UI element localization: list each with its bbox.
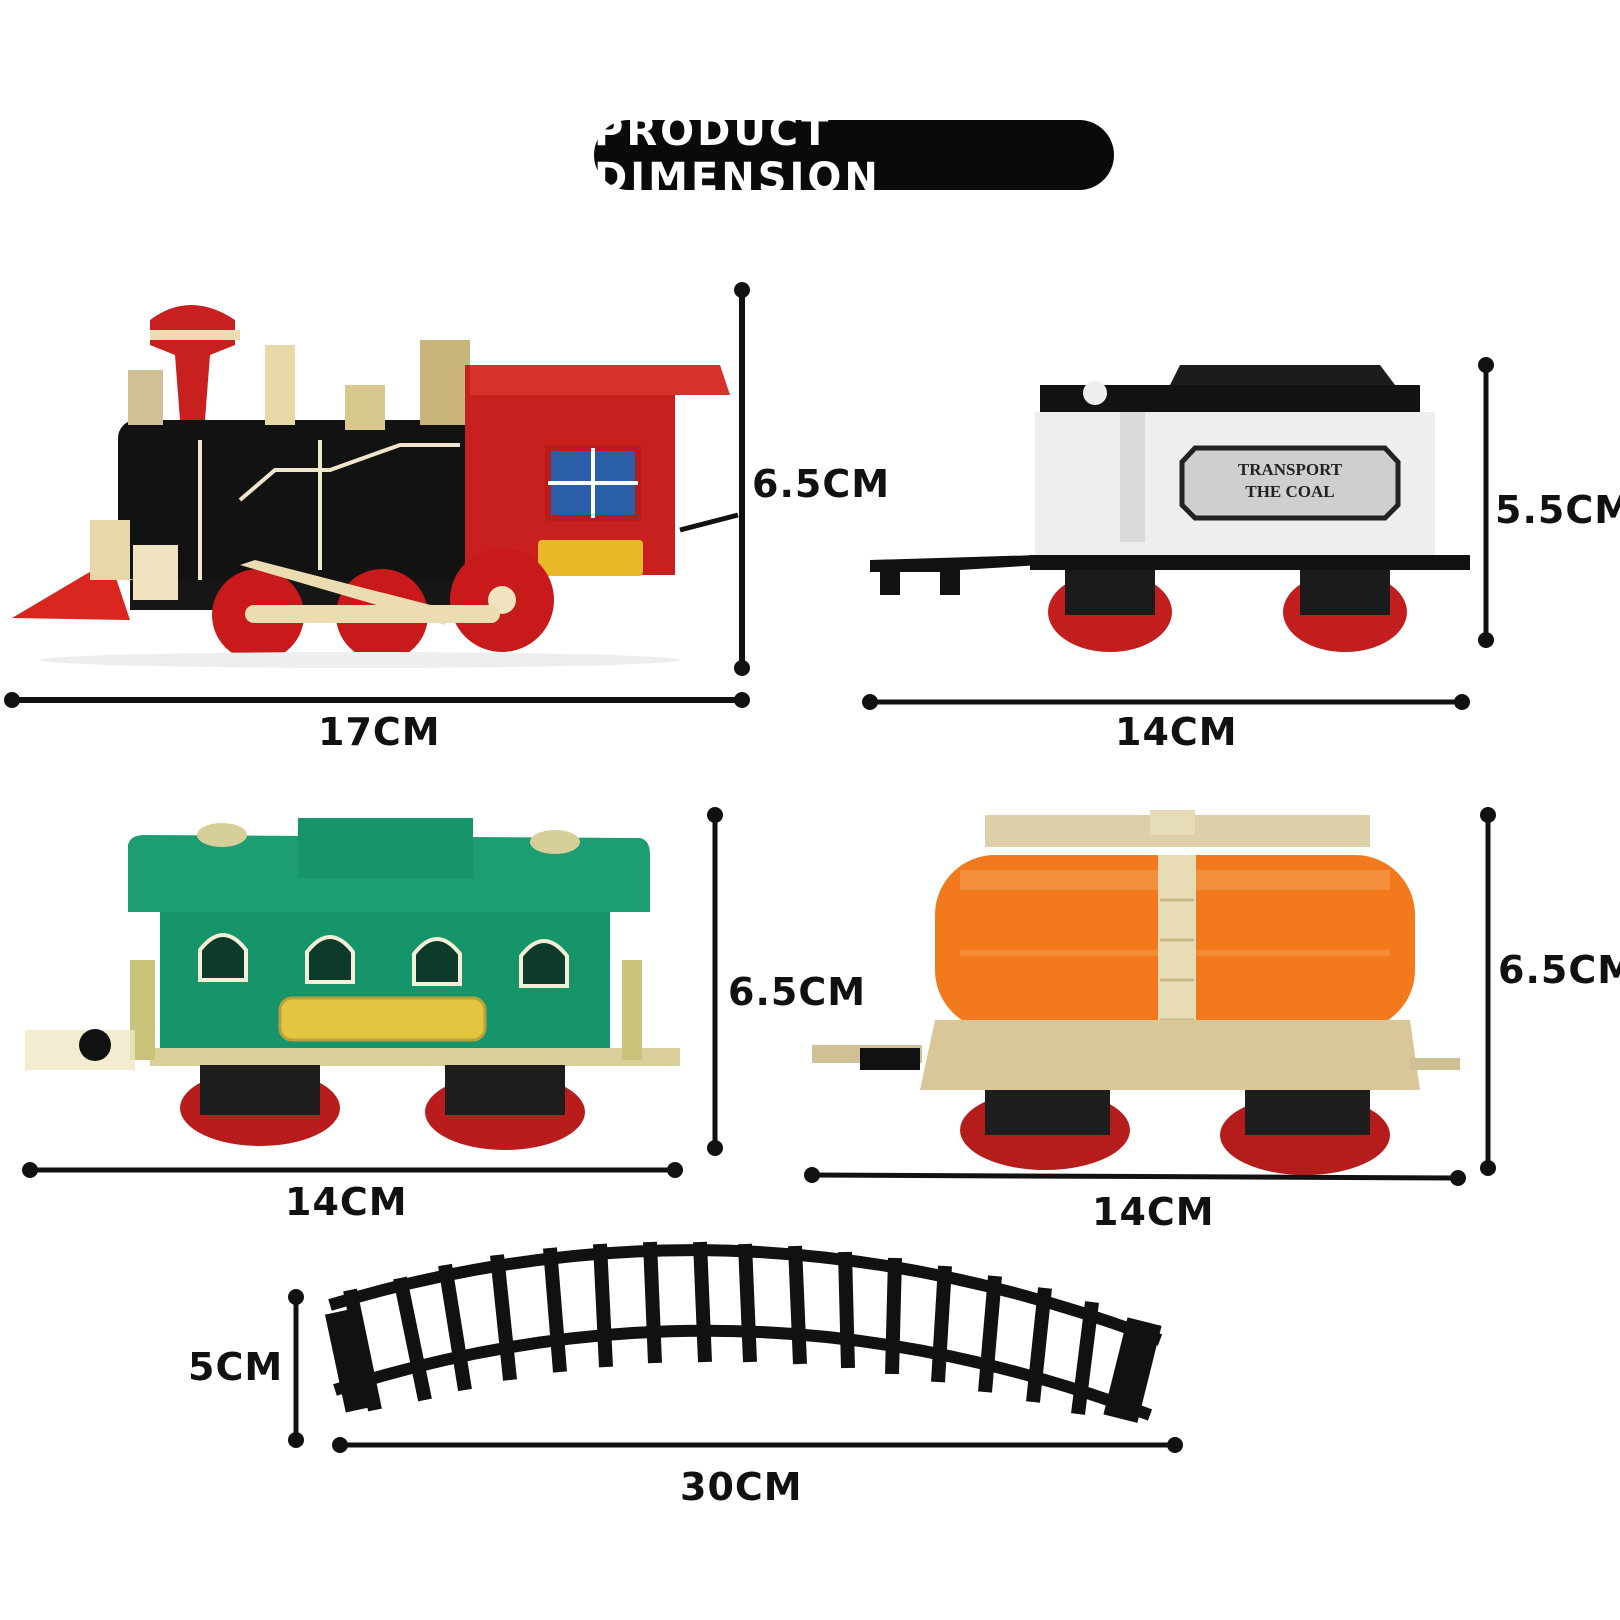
tender-plate-line1: TRANSPORT <box>1238 460 1343 479</box>
caboose-image <box>25 818 680 1150</box>
tank-car-width-label: 14CM <box>1092 1190 1215 1234</box>
caboose-dimension-lines <box>22 807 723 1178</box>
tank-car-image <box>812 810 1460 1175</box>
locomotive-width-label: 17CM <box>318 710 441 754</box>
track-dimension-lines <box>288 1289 1183 1453</box>
tank-car-height-label: 6.5CM <box>1498 948 1620 992</box>
track-height-label: 5CM <box>188 1345 284 1389</box>
coal-tender-width-label: 14CM <box>1115 710 1238 754</box>
tender-plate-line2: THE COAL <box>1245 482 1334 501</box>
tank-car-dimension-lines <box>804 807 1496 1186</box>
coal-tender-height-label: 5.5CM <box>1495 488 1620 532</box>
locomotive-dimension-lines <box>4 282 750 708</box>
locomotive-image <box>12 305 739 668</box>
coal-tender-dimension-lines <box>862 357 1494 710</box>
caboose-width-label: 14CM <box>285 1180 408 1224</box>
coal-tender-image <box>870 365 1470 652</box>
track-width-label: 30CM <box>680 1465 803 1509</box>
curved-track-image <box>324 1241 1163 1423</box>
caboose-height-label: 6.5CM <box>728 970 867 1014</box>
locomotive-height-label: 6.5CM <box>752 462 891 506</box>
